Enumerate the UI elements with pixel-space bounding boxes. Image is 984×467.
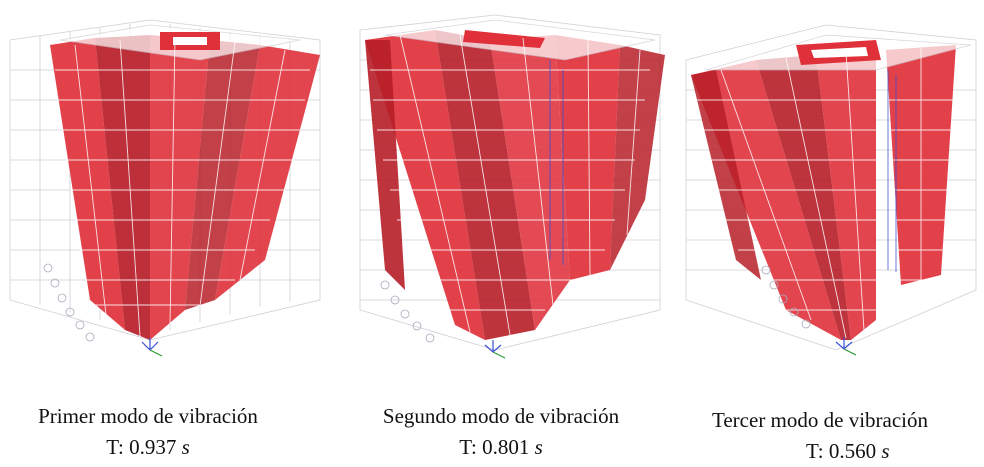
mode-2-panel [345,0,675,463]
mode-2-period: T: 0.801 s [347,432,655,463]
mode-2-title: Segundo modo de vibración [382,404,620,428]
mode-1-building-model [9,19,321,357]
mode-2-period-value: T: 0.801 [459,435,530,459]
mode-3-panel [676,0,984,463]
mode-1-period: T: 0.937 s [0,432,296,463]
mode-2-building-model [359,14,665,359]
mode-1-title: Primer modo de vibración [38,404,258,428]
mode-3-period: T: 0.560 s [712,436,984,467]
mode-3-period-unit: s [881,439,890,463]
mode-2-period-unit: s [534,435,543,459]
mode-3-caption: Tercer modo de vibración T: 0.560 s [712,405,984,467]
mode-1-caption: Primer modo de vibración T: 0.937 s [0,401,296,463]
mode-1-period-value: T: 0.937 [106,435,177,459]
mode-2-caption: Segundo modo de vibración T: 0.801 s [347,401,655,463]
mode-3-building-model [685,24,977,356]
mode-3-title: Tercer modo de vibración [712,408,929,432]
mode-1-period-unit: s [181,435,190,459]
mode-1-panel [0,0,330,463]
mode-3-period-value: T: 0.560 [806,439,877,463]
